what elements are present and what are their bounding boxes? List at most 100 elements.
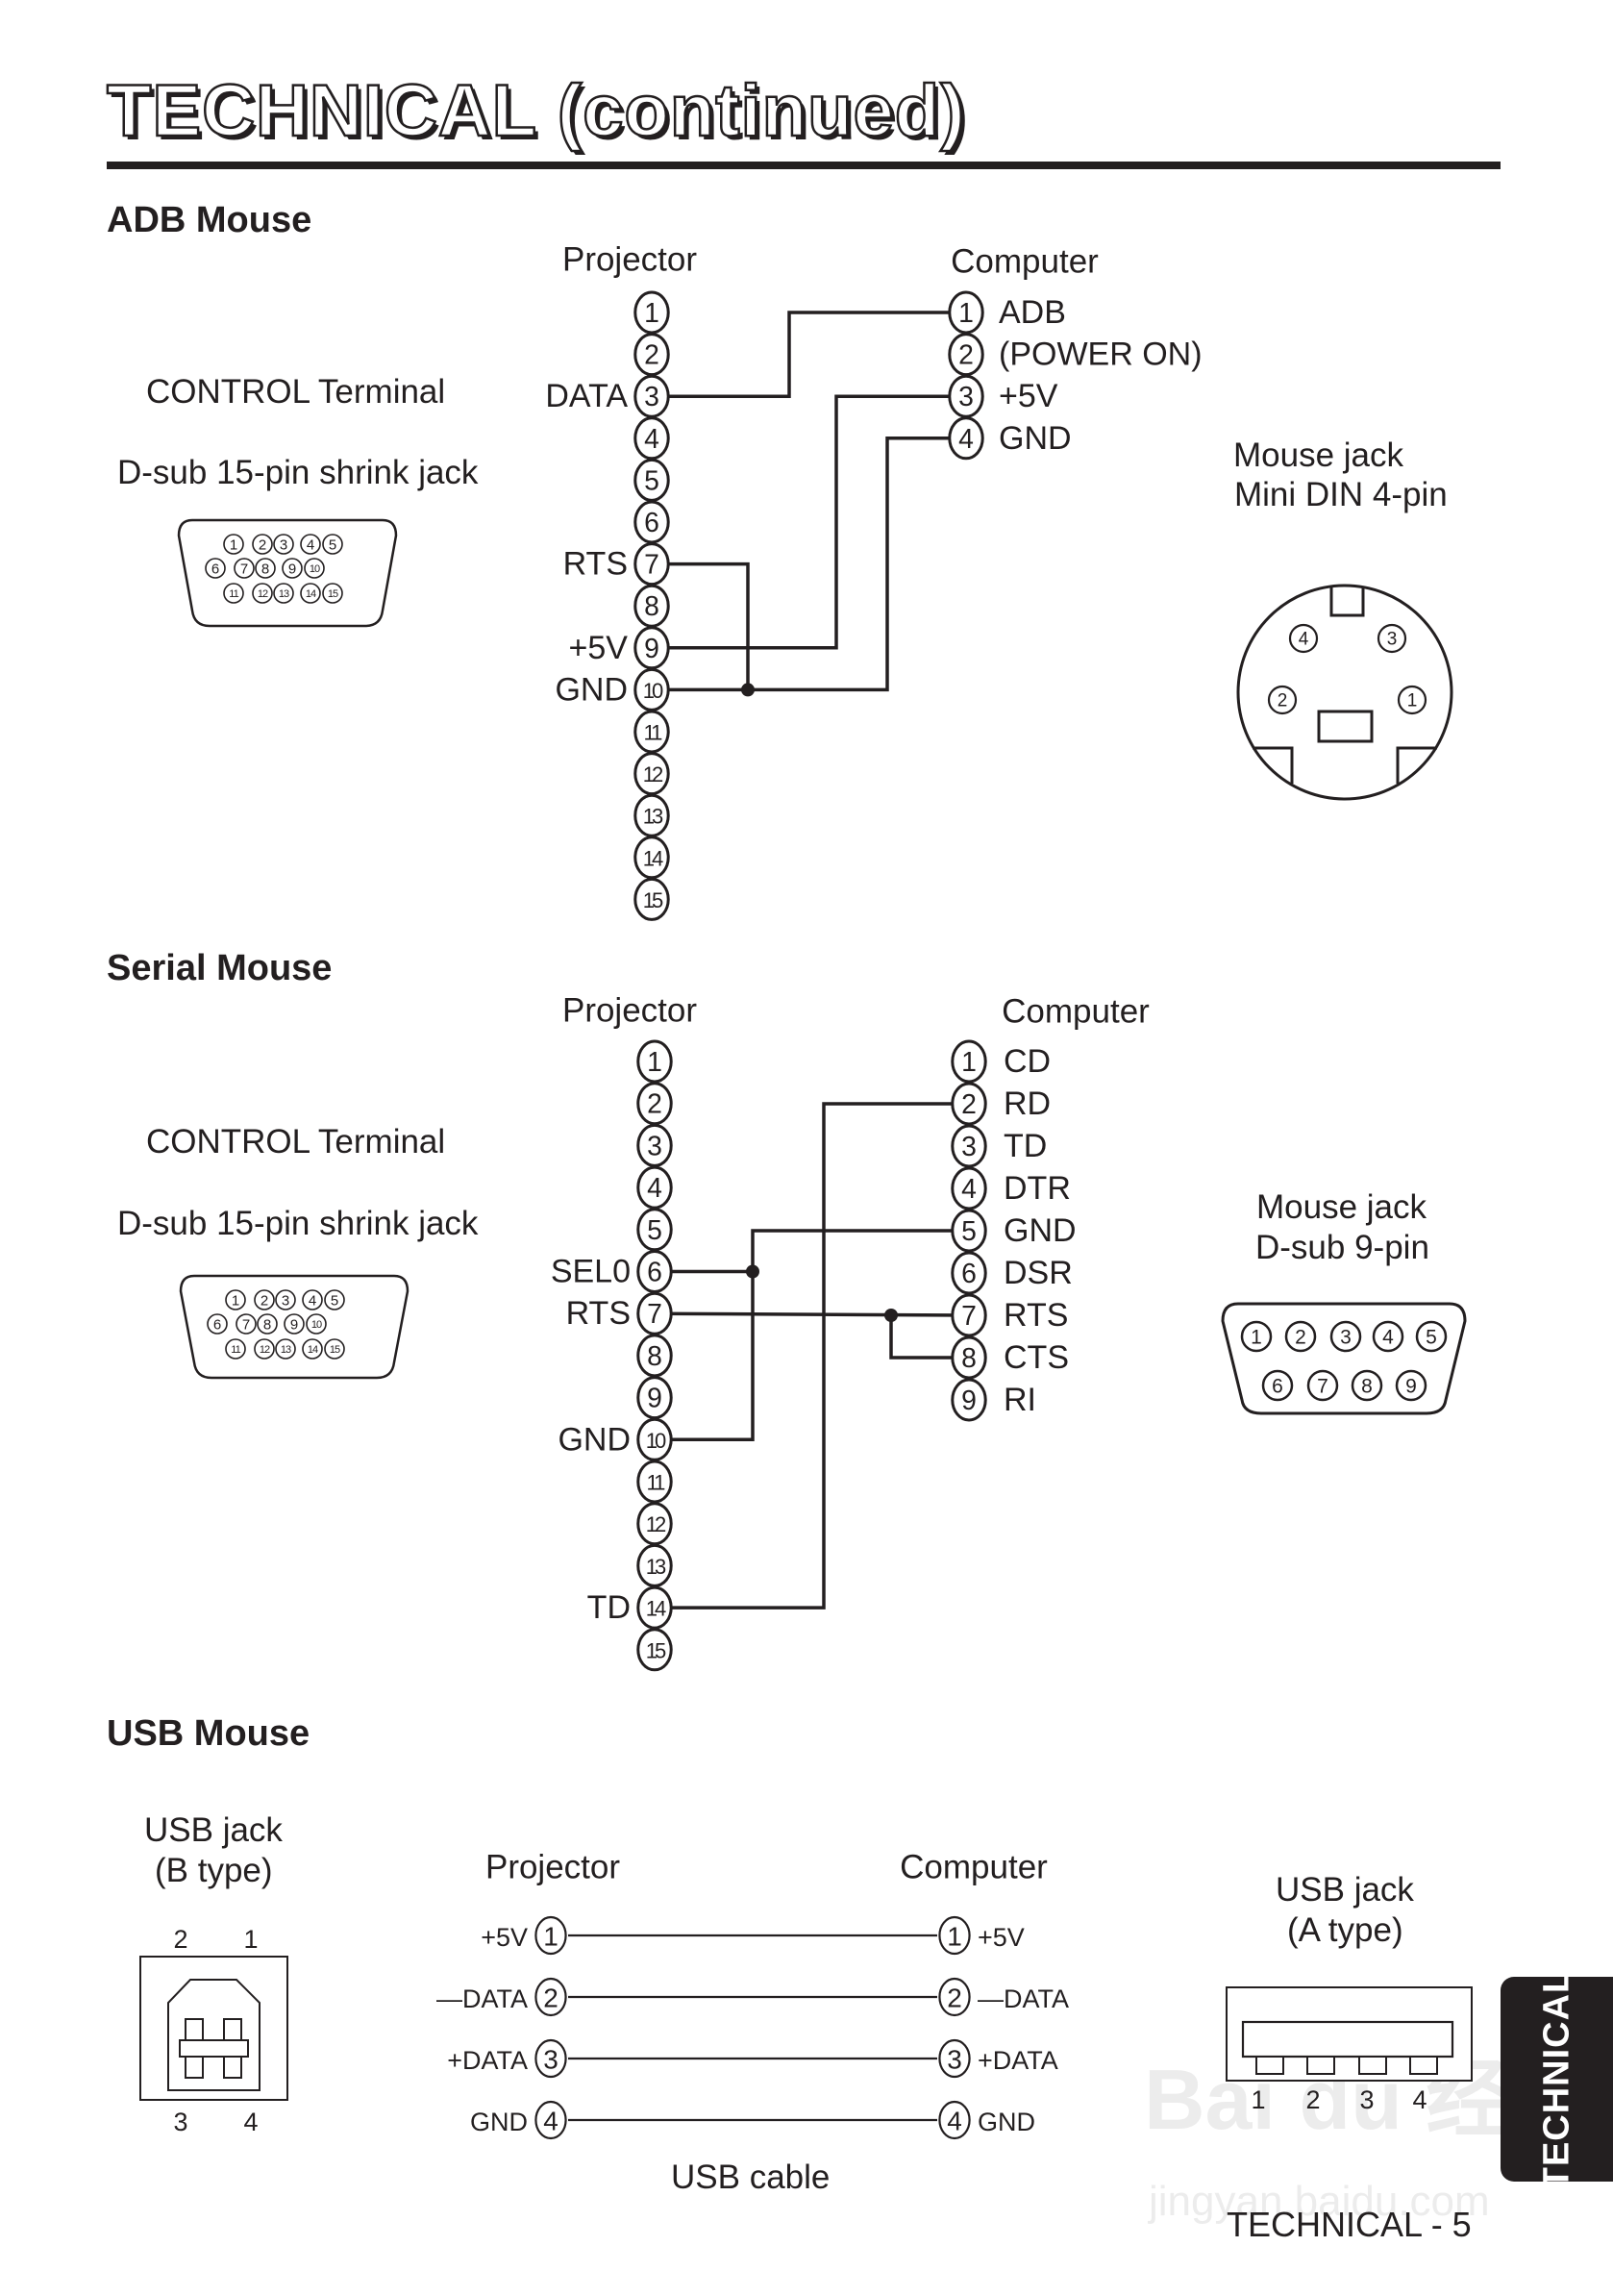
serial-computer-signal: GND: [1004, 1212, 1077, 1249]
dsub9-pin-number: 8: [1361, 1376, 1373, 1398]
usb-a-pin-label: 4: [1412, 2085, 1427, 2114]
serial-dsub15-pin: [324, 1338, 345, 1360]
serial-projector-pin: [636, 1376, 673, 1420]
usb-cable-label: USB cable: [671, 2159, 831, 2196]
dsub9-pin: [1415, 1320, 1448, 1353]
serial-projector-pin-number: 1: [647, 1047, 662, 1078]
adb-dsub15-pin: [304, 558, 325, 579]
usb-a-jack-tongue: [1241, 2020, 1454, 2059]
adb-projector-pin: [633, 374, 670, 418]
serial-dsub15-pin: [207, 1313, 228, 1335]
serial-projector-pin: [636, 1123, 673, 1167]
serial-dsub15-pin: [324, 1289, 345, 1310]
adb-dsub15-pin: [252, 534, 273, 555]
adb-projector-pin: [633, 500, 670, 544]
adb-projector-pin-number: 9: [644, 634, 659, 664]
usb-projector-pin-number: 4: [543, 2107, 558, 2136]
usb-projector-pin-number: 3: [543, 2045, 558, 2075]
adb-projector-pin-number: 11: [644, 721, 663, 745]
serial-computer-pin-number: 5: [961, 1216, 977, 1247]
serial-junction-rts: [884, 1309, 898, 1322]
usb-computer-signal: +5V: [978, 1923, 1025, 1952]
serial-computer-pin: [951, 1335, 987, 1380]
usb-computer-pin-number: 3: [947, 2045, 962, 2075]
adb-dsub15-pin: [223, 534, 244, 555]
dsub9-pin: [1329, 1320, 1362, 1353]
adb-dsub15-pin: [322, 534, 343, 555]
serial-projector-pin: [636, 1334, 673, 1378]
usb-a-jack-line2: (A type): [1287, 1911, 1403, 1949]
mini-din-pin: [1377, 623, 1407, 654]
serial-projector-pin-number: 14: [646, 1597, 666, 1621]
serial-projector-pin: [636, 1628, 673, 1672]
serial-projector-pin: [636, 1165, 673, 1210]
serial-projector-signal-sel0: SEL0: [551, 1254, 631, 1290]
serial-dsub15-pin: [257, 1313, 278, 1335]
dsub9-pin: [1351, 1369, 1383, 1402]
adb-projector-pin: [633, 542, 670, 586]
serial-projector-pin: [636, 1543, 673, 1587]
adb-projector-pin-number: 6: [644, 508, 659, 538]
mini-din-pin-number: 2: [1278, 691, 1288, 711]
usb-projector-signal: —DATA: [436, 1984, 528, 2013]
serial-computer-pin-number: 1: [961, 1047, 977, 1078]
adb-wire-rts: [652, 562, 750, 690]
adb-projector-pin-number: 8: [644, 591, 659, 622]
serial-computer-signal: RD: [1004, 1086, 1051, 1122]
serial-dsub15-pin: [306, 1313, 327, 1335]
adb-projector-pin-number: 4: [644, 424, 659, 455]
usb-a-pin-label: 2: [1305, 2085, 1320, 2114]
dsub9-pin-number: 9: [1405, 1376, 1417, 1398]
serial-computer-pin-number: 9: [961, 1385, 977, 1416]
serial-projector-label: Projector: [562, 992, 697, 1030]
adb-computer-signal: (POWER ON): [999, 337, 1203, 373]
adb-wire-gnd: [652, 437, 966, 692]
serial-projector-pin-number: 3: [647, 1131, 662, 1161]
adb-jack-label: D-sub 15-pin shrink jack: [117, 454, 479, 491]
usb-computer-pin: [938, 1977, 971, 2017]
serial-mouse-jack-line1: Mouse jack: [1256, 1188, 1427, 1226]
adb-dsub15-pin-number: 9: [288, 562, 296, 578]
usb-computer-signal: +DATA: [978, 2046, 1058, 2075]
serial-computer-signal: DTR: [1004, 1170, 1071, 1207]
serial-wire-rts: [654, 1311, 970, 1317]
serial-projector-signal-gnd: GND: [558, 1421, 631, 1458]
serial-computer-pin: [951, 1039, 987, 1084]
usb-b-pin-label: 4: [243, 2108, 258, 2136]
usb-projector-pin: [534, 2038, 567, 2079]
adb-wire-5v: [652, 394, 966, 650]
serial-dsub15-pin-number: 15: [330, 1344, 340, 1356]
serial-dsub15-pin-number: 12: [260, 1344, 270, 1356]
usb-b-pin-label: 1: [243, 1925, 258, 1954]
dsub9-pin: [1306, 1369, 1339, 1402]
side-tab[interactable]: TECHNICAL: [1501, 1969, 1613, 2189]
serial-dsub15-pin-number: 14: [308, 1344, 318, 1356]
serial-dsub15-pin: [302, 1338, 323, 1360]
adb-dsub15-pin: [300, 583, 321, 604]
adb-computer-pin: [948, 333, 984, 377]
serial-projector-pin: [636, 1502, 673, 1546]
adb-projector-pin: [633, 584, 670, 628]
adb-dsub15-pin-number: 13: [279, 588, 289, 600]
usb-b-jack-line1: USB jack: [144, 1811, 283, 1849]
usb-computer-pin: [938, 2038, 971, 2079]
adb-dsub15-pin-number: 1: [230, 537, 237, 554]
adb-computer-pin: [948, 290, 984, 335]
usb-b-jack-tongue: [179, 2039, 249, 2058]
adb-computer-pin-number: 4: [958, 424, 974, 455]
serial-projector-pin-number: 11: [647, 1471, 666, 1495]
dsub9-pin: [1372, 1320, 1404, 1353]
usb-a-pin-label: 1: [1251, 2085, 1265, 2114]
watermark-url: jingyan.baidu.com: [1149, 2178, 1490, 2225]
adb-projector-pin: [633, 333, 670, 377]
usb-projector-pin: [534, 1977, 567, 2017]
serial-dsub15-pin-number: 8: [263, 1317, 271, 1334]
serial-projector-pin-number: 6: [647, 1258, 662, 1288]
usb-projector-label: Projector: [485, 1849, 620, 1886]
serial-dsub15-pin-number: 7: [242, 1317, 250, 1334]
adb-junction-dot: [741, 683, 755, 697]
serial-projector-pin-number: 9: [647, 1384, 662, 1414]
serial-computer-pin: [951, 1166, 987, 1210]
mini-din-pin-number: 4: [1299, 630, 1309, 650]
usb-projector-pin: [534, 1915, 567, 1956]
